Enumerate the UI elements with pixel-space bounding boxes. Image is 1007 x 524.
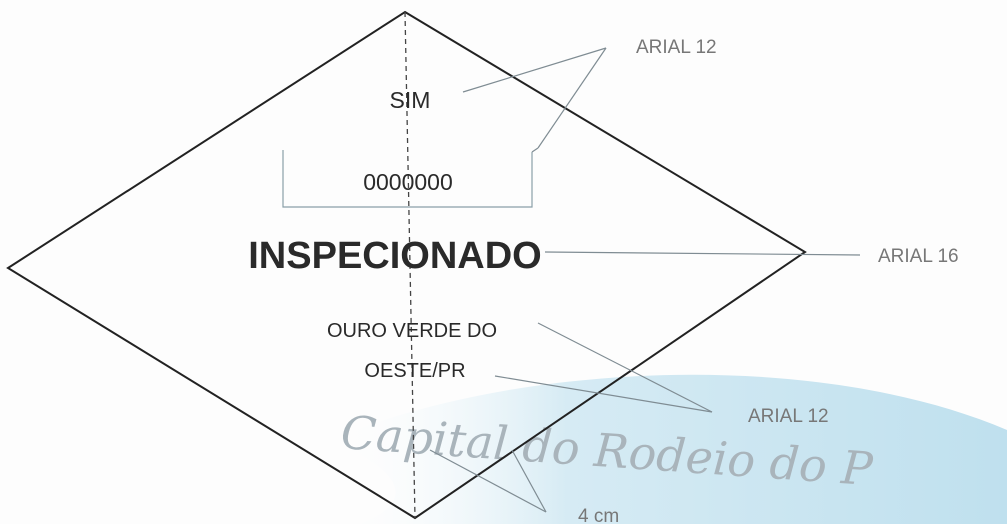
number-bracket	[282, 150, 533, 208]
seal-city-line1: OURO VERDE DO	[327, 320, 497, 342]
callout-font-top: ARIAL 12	[636, 37, 717, 58]
callout-font-title: ARIAL 16	[878, 246, 959, 267]
seal-sim-label: SIM	[390, 87, 431, 113]
seal-number: 0000000	[363, 169, 453, 195]
callout-font-city: ARIAL 12	[748, 406, 829, 427]
seal-city-line2: OESTE/PR	[364, 360, 465, 382]
center-dashed-line	[404, 11, 416, 519]
leader-lines	[429, 47, 861, 513]
callout-dimension: 4 cm	[578, 506, 619, 524]
seal-title: INSPECIONADO	[248, 235, 541, 277]
